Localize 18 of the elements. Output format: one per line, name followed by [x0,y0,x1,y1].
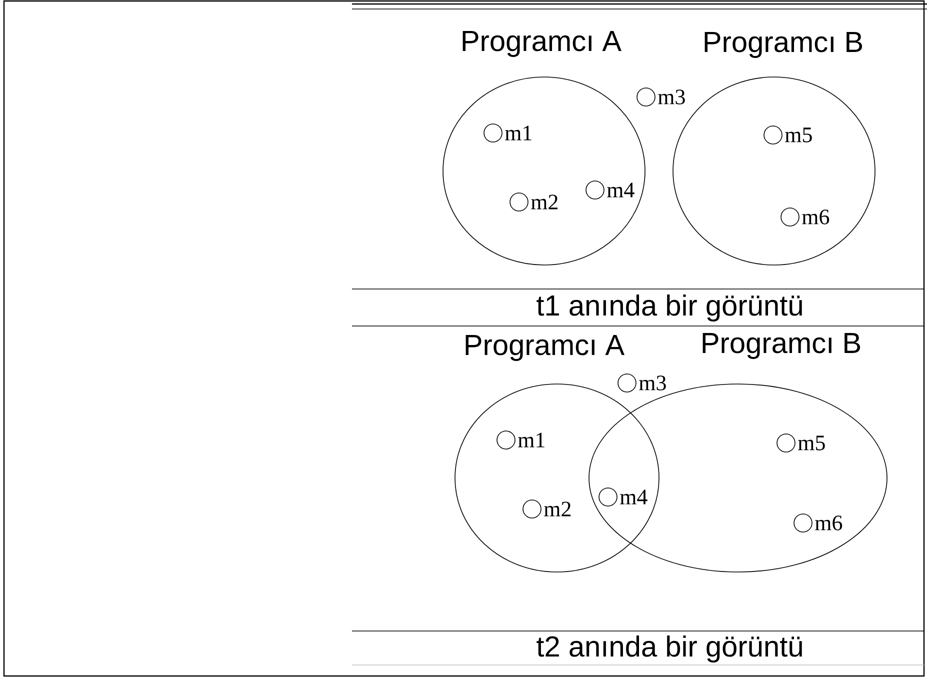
member-label: m2 [531,194,558,210]
member-label: m5 [798,436,825,450]
member-label: m4 [607,182,634,198]
member-label: m5 [785,128,812,142]
set-heading: Programcı B [704,32,862,58]
set-heading: Programcı B [702,333,860,359]
member-label: m6 [802,210,830,224]
set-heading: Programcı A [462,31,622,57]
member-label: m4 [620,490,648,504]
member-label: m1 [518,432,544,448]
member-label: m3 [639,376,666,390]
caption: t1 anında bir görüntü [536,294,802,322]
member-label: m6 [815,516,842,530]
member-label: m1 [505,126,532,140]
member-label: m2 [544,502,570,516]
set-heading: Programcı A [466,335,624,361]
member-label: m3 [658,90,685,104]
caption: t2 anında bir görüntü [536,636,802,663]
